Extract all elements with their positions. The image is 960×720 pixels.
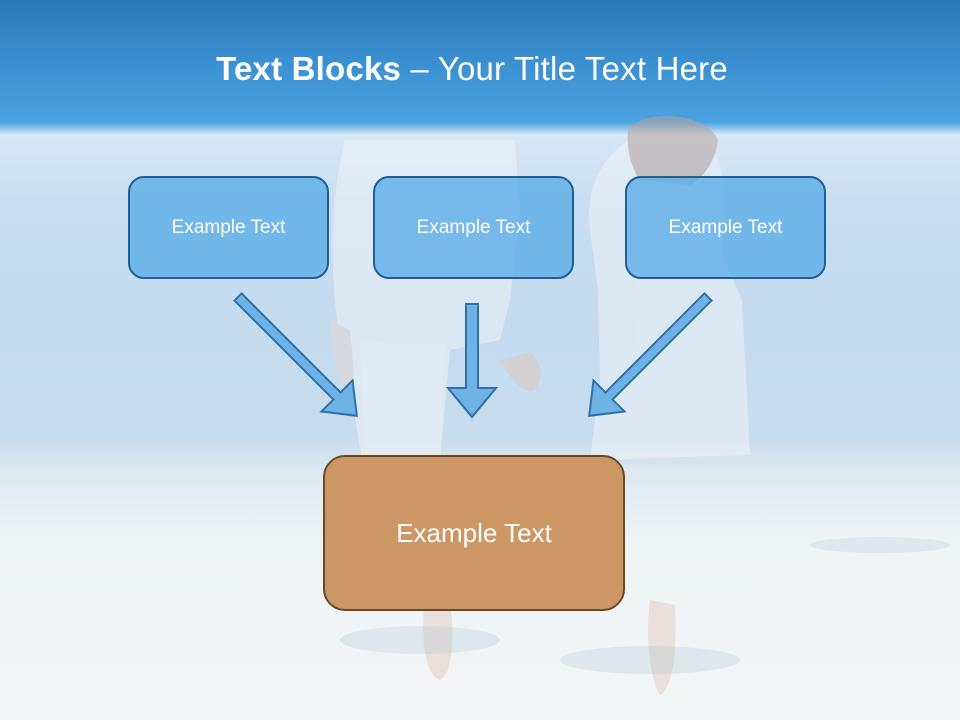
- text-block-3[interactable]: Example Text: [625, 176, 826, 279]
- title-bold: Text Blocks: [216, 50, 402, 87]
- slide-title: Text Blocks – Your Title Text Here: [0, 50, 944, 88]
- main-text-block[interactable]: Example Text: [323, 455, 625, 611]
- title-rest: – Your Title Text Here: [401, 50, 728, 87]
- text-block-2[interactable]: Example Text: [373, 176, 574, 279]
- sand-shadows: [340, 537, 950, 674]
- text-block-1[interactable]: Example Text: [128, 176, 329, 279]
